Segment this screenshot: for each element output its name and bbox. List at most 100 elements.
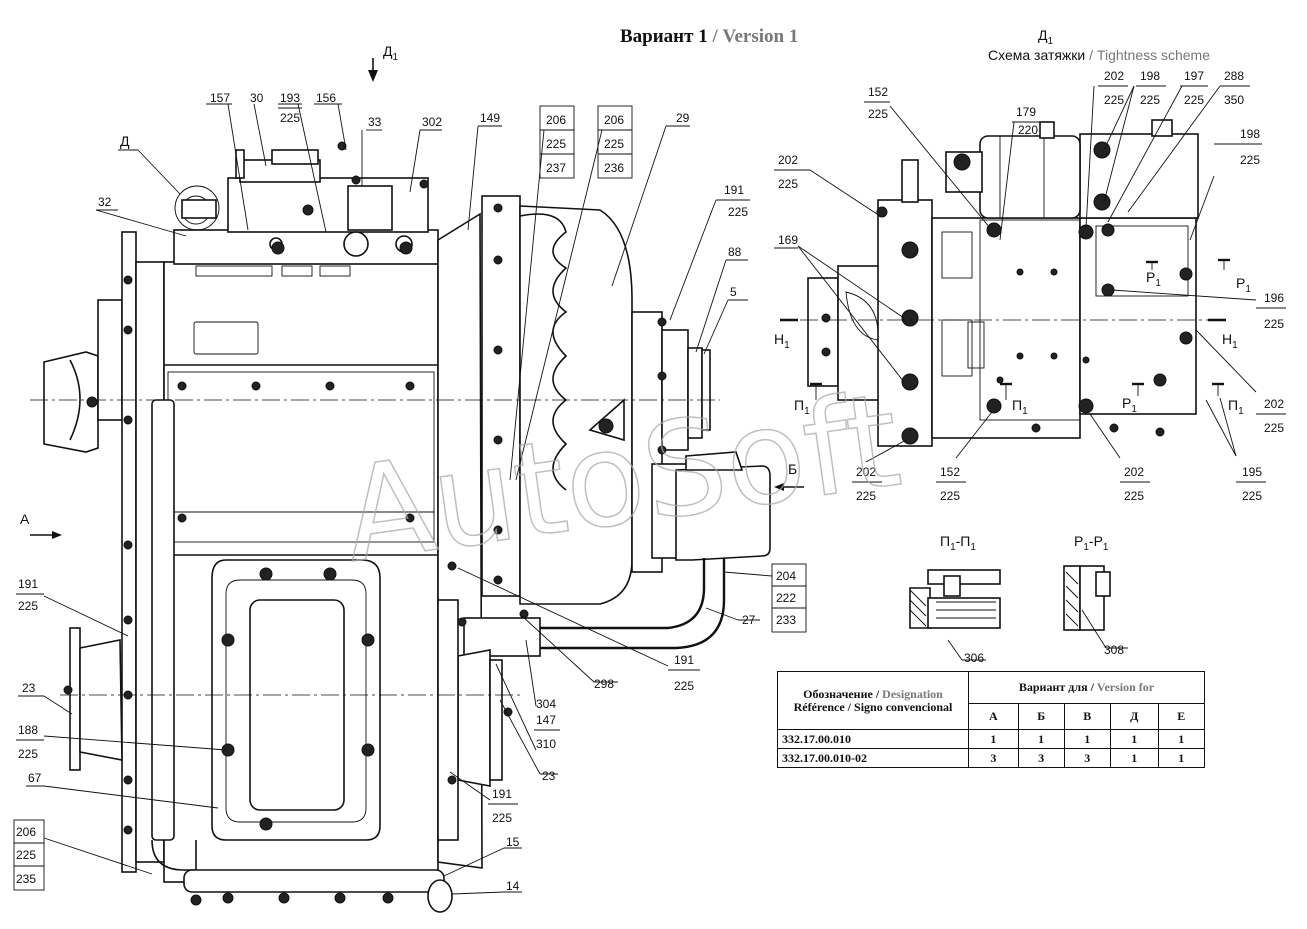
callout-15: 15 [506,835,520,849]
callout-302: 302 [422,115,442,129]
svg-text:Н1: Н1 [774,331,790,351]
section-marks: Н1 Н1 П1 П1 Р1 П1 Р1 Р1 [774,269,1251,417]
title-ru: Вариант 1 [620,26,708,47]
scheme-letter: Д [1038,27,1048,43]
callout-298: 298 [594,677,614,691]
callout-237: 237 [546,161,566,175]
col-e: Е [1157,703,1206,730]
scheme-callout-225-a: 225 [868,107,888,121]
drawing-title: Вариант 1 / Version 1 [620,26,798,47]
title-sep: / [708,26,723,47]
tightness-scheme-view: Н1 Н1 П1 П1 Р1 П1 Р1 Р1 [774,69,1286,503]
view-arrow-d1: Д1 [368,43,398,82]
callout-206-a: 206 [546,113,566,127]
callout-225-c: 225 [604,137,624,151]
scheme-callout-179: 179 [1016,105,1036,119]
scheme-callout-225-j: 225 [1124,489,1144,503]
callout-206-b: 206 [604,113,624,127]
scheme-callouts: 152 225 179 220 202 225 198 225 197 225 … [774,69,1286,503]
svg-text:П1: П1 [1228,397,1244,417]
callout-225-i: 225 [492,811,512,825]
callout-67: 67 [28,771,42,785]
callout-233: 233 [776,613,796,627]
svg-text:А: А [20,511,30,527]
callout-191-b: 191 [18,577,38,591]
svg-text:Н1: Н1 [1222,331,1238,351]
scheme-sep: / [1085,47,1097,63]
callout-29: 29 [676,111,690,125]
scheme-callout-225-l: 225 [856,489,876,503]
callout-149: 149 [480,111,500,125]
callout-157: 157 [210,91,230,105]
callout-30: 30 [250,91,264,105]
scheme-callout-225-c: 225 [1140,93,1160,107]
scheme-callout-169: 169 [778,233,798,247]
callout-156: 156 [316,91,336,105]
svg-text:Д1: Д1 [383,43,398,63]
scheme-callout-196: 196 [1264,291,1284,305]
scheme-en: Tightness scheme [1097,47,1210,63]
scheme-callout-225-e: 225 [1240,153,1260,167]
col-a: А [968,703,1019,730]
callout-14: 14 [506,879,520,893]
svg-text:Р1: Р1 [1122,395,1137,415]
callout-5: 5 [730,285,737,299]
section-lines [780,258,1230,400]
scheme-callout-225-h: 225 [1264,421,1284,435]
callout-225-d: 225 [728,205,748,219]
callout-225-e: 225 [18,599,38,613]
svg-text:Д: Д [120,133,130,149]
section-r1-r1: Р1-Р1 308 [1063,533,1128,657]
callout-306: 306 [964,651,984,665]
callout-27: 27 [742,613,756,627]
callout-222: 222 [776,591,796,605]
callout-310: 310 [536,737,556,751]
callout-204: 204 [776,569,796,583]
scheme-callout-350: 350 [1224,93,1244,107]
scheme-callout-225-i: 225 [1242,489,1262,503]
section-p1-p1: П1-П1 306 [909,533,1001,665]
designation-header: Обозначение / Designation Référence / Si… [777,671,969,730]
table-row: 332.17.00.010-02 3 3 3 1 1 [777,748,1206,768]
gearbox-main-view: Д1 А Б [13,43,807,913]
view-arrow-b: Б [774,461,804,491]
scheme-callout-152-a: 152 [868,85,888,99]
scheme-callout-202-d: 202 [1124,465,1144,479]
callout-308: 308 [1104,643,1124,657]
svg-text:П1: П1 [794,397,810,417]
scheme-callout-225-f: 225 [778,177,798,191]
callout-147: 147 [536,713,556,727]
scheme-callout-202-a: 202 [1104,69,1124,83]
scheme-callout-197: 197 [1184,69,1204,83]
callout-191-c: 191 [674,653,694,667]
scheme-title: Д1 Схема затяжки / Tightness scheme [988,27,1210,63]
svg-text:Схема затяжки / Tightness sche: Схема затяжки / Tightness scheme [988,47,1210,63]
title-en: Version 1 [723,26,799,47]
callout-225-b: 225 [546,137,566,151]
col-b: Б [1017,703,1065,730]
scheme-callout-198-b: 198 [1240,127,1260,141]
callout-33: 33 [368,115,382,129]
scheme-callout-202-e: 202 [856,465,876,479]
detail-d-marker: Д [118,133,220,231]
variant-header: Вариант для / Version for [968,671,1205,704]
scheme-ru: Схема затяжки [988,47,1085,63]
svg-text:Б: Б [788,461,797,477]
callout-225-h: 225 [674,679,694,693]
view-arrow-a: А [20,511,62,539]
scheme-callout-225-k: 225 [940,489,960,503]
svg-text:П1-П1: П1-П1 [940,533,976,553]
scheme-callout-202-c: 202 [1264,397,1284,411]
table-row: 332.17.00.010 1 1 1 1 1 [777,729,1206,749]
svg-text:Д1: Д1 [1038,27,1053,47]
callout-236: 236 [604,161,624,175]
scheme-callout-225-b: 225 [1104,93,1124,107]
callout-88: 88 [728,245,742,259]
svg-text:Р1-Р1: Р1-Р1 [1074,533,1109,553]
scheme-callout-220: 220 [1018,123,1038,137]
callout-235: 235 [16,872,36,886]
callout-188: 188 [18,723,38,737]
main-callouts: 157 30 193 225 156 33 302 149 206 225 23… [13,91,807,893]
callout-191-d: 191 [492,787,512,801]
